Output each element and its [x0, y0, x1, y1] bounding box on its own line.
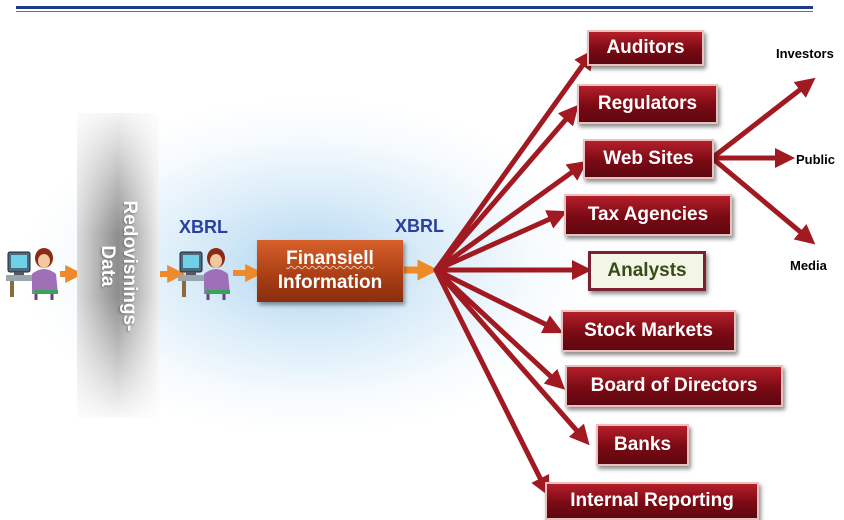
- arrow-to-banks: [433, 267, 590, 446]
- target-analysts: Analysts: [588, 251, 706, 291]
- arrow-to-board: [433, 267, 566, 390]
- financial-information-line1: Finansiell: [286, 248, 374, 269]
- arrow-to-media: [709, 155, 816, 245]
- leaf-media: Media: [790, 258, 827, 273]
- arrow-to-internal-reporting: [433, 267, 550, 497]
- arrow-to-web-sites: [433, 160, 588, 273]
- leaf-public: Public: [796, 152, 836, 167]
- target-auditors: Auditors: [587, 30, 704, 66]
- person-at-computer-icon: [6, 248, 58, 300]
- financial-information-box: Finansiell Information: [257, 240, 403, 302]
- arrow-to-investors: [709, 77, 816, 161]
- xbrl-label-right: XBRL: [395, 216, 444, 236]
- financial-information-line2: Information: [277, 272, 383, 293]
- target-web-sites: Web Sites: [583, 139, 714, 179]
- arrow-to-regulators: [433, 104, 579, 273]
- arrow-to-tax-agencies: [433, 210, 568, 273]
- target-tax-agencies: Tax Agencies: [564, 194, 732, 236]
- leaf-investors: Investors: [776, 46, 834, 61]
- header-rule: [16, 6, 813, 9]
- target-board-of-directors: Board of Directors: [565, 365, 783, 407]
- xbrl-label-left: XBRL: [179, 217, 228, 237]
- person-at-computer-icon: [178, 248, 230, 300]
- arrow-to-auditors: [433, 49, 595, 273]
- header-rule-thin: [16, 11, 813, 12]
- bar-label: Redovisnings- Data: [97, 200, 140, 331]
- target-stock-markets: Stock Markets: [561, 310, 736, 352]
- target-regulators: Regulators: [577, 84, 718, 124]
- target-banks: Banks: [596, 424, 689, 466]
- target-internal-reporting: Internal Reporting: [545, 482, 759, 520]
- arrow-to-stock-markets: [433, 267, 564, 334]
